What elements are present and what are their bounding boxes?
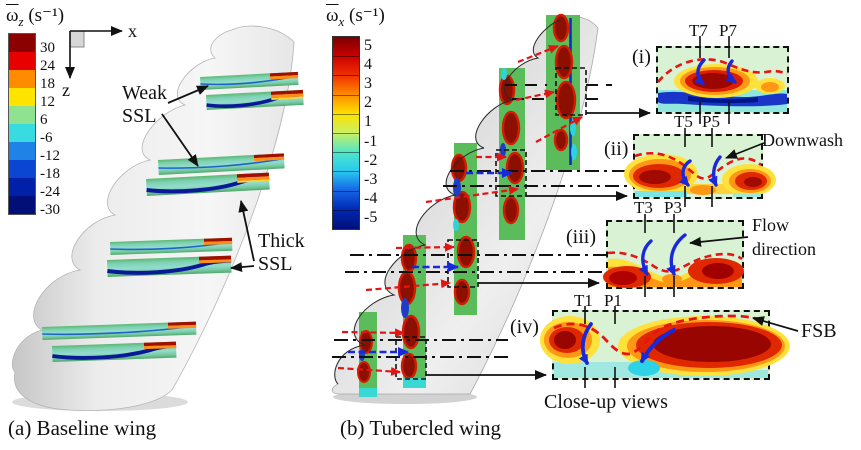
colorbar-z-block xyxy=(9,142,35,160)
colorbar-z-block xyxy=(9,160,35,178)
axes-indicator xyxy=(65,26,123,79)
colorbar-z-block xyxy=(9,88,35,106)
closeup-ii-label: (ii) xyxy=(604,138,629,160)
tick-label-p7: P7 xyxy=(719,21,737,40)
colorbar-x-title: ωx (s⁻¹) xyxy=(326,5,385,29)
tick-label-t7: T7 xyxy=(689,21,708,40)
fsb-label: FSB xyxy=(801,320,837,342)
colorbar-z-block xyxy=(9,70,35,88)
colorbar-z-title: ωz (s⁻¹) xyxy=(6,5,65,29)
colorbar-x xyxy=(332,36,360,230)
downwash-label: Downwash xyxy=(762,130,843,150)
colorbar-z-block xyxy=(9,196,35,214)
omega-symbol: ω xyxy=(326,5,339,26)
weak-ssl-label: Weak SSL xyxy=(122,82,168,127)
tick-label-t5: T5 xyxy=(674,112,693,131)
closeup-panel-iv xyxy=(540,310,790,380)
colorbar-z-block xyxy=(9,52,35,70)
thick-ssl-label: Thick SSL xyxy=(258,230,305,275)
colorbar-z-block xyxy=(9,124,35,142)
colorbar-z xyxy=(8,33,36,215)
closeup-panel-iii xyxy=(603,220,744,289)
tick-label-p5: P5 xyxy=(702,112,720,131)
flow-direction-label: Flow direction xyxy=(752,215,816,259)
colorbar-z-block xyxy=(9,106,35,124)
tick-label-t3: T3 xyxy=(634,198,653,217)
slice-4 xyxy=(498,68,525,240)
colorbar-z-block xyxy=(9,178,35,196)
tick-label-t1: T1 xyxy=(574,291,593,310)
x-axis-label: x xyxy=(128,21,137,41)
slice-3 xyxy=(450,143,477,315)
caption-b: (b) Tubercled wing xyxy=(340,416,501,440)
closeup-iv-label: (iv) xyxy=(510,316,539,338)
closeup-panel-i xyxy=(656,46,789,114)
colorbar-z-block xyxy=(9,34,35,52)
caption-a: (a) Baseline wing xyxy=(8,416,157,440)
slice-2 xyxy=(397,235,426,388)
baseline-slice-planes xyxy=(42,71,304,362)
omega-symbol: ω xyxy=(6,5,19,26)
closeup-panel-ii xyxy=(624,134,776,199)
tick-label-p3: P3 xyxy=(664,198,682,217)
ssl-annotation-arrows xyxy=(161,85,255,273)
z-axis-label: z xyxy=(62,80,70,100)
closeup-i-label: (i) xyxy=(632,46,651,68)
slice-5 xyxy=(546,13,580,170)
closeup-views-label: Close-up views xyxy=(544,391,668,413)
slice-1 xyxy=(357,312,377,397)
closeup-iii-label: (iii) xyxy=(566,226,596,248)
tick-label-p1: P1 xyxy=(604,291,622,310)
